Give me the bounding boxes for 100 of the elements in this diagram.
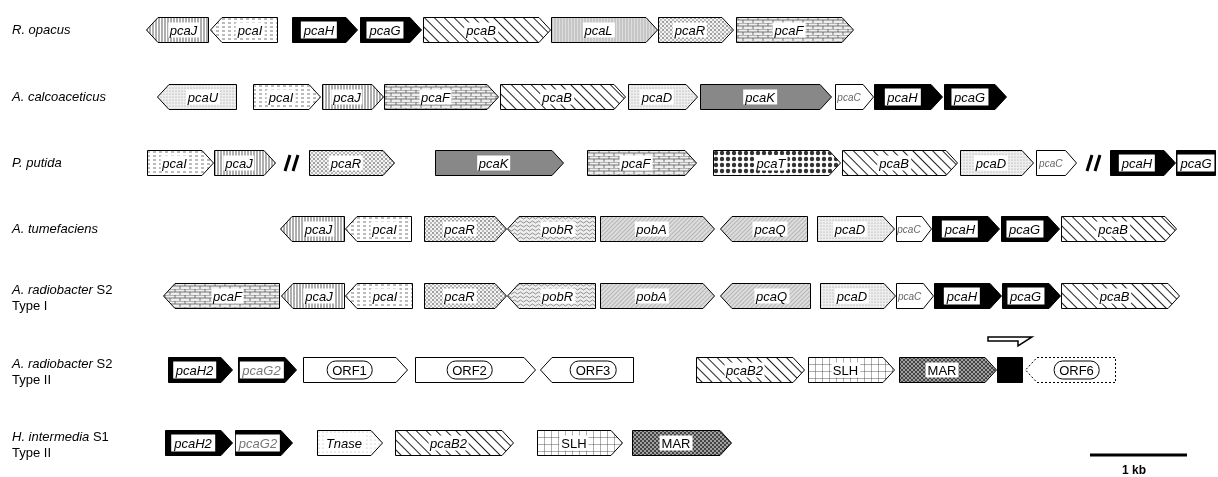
gene-segment (1025, 357, 1116, 383)
gene-label: pcaF (211, 288, 244, 304)
gene-label: pcaG (366, 21, 404, 39)
gene-label: pcaG (1006, 287, 1045, 305)
gene-label: pcaC (898, 289, 922, 304)
species-name: R. opacus (12, 22, 71, 37)
gene-segment (292, 17, 358, 43)
gene-segment (713, 150, 841, 176)
gene-segment (322, 84, 384, 110)
gene-segment (424, 216, 507, 242)
gene-segment (345, 283, 413, 309)
species-name: A. tumefaciens (12, 221, 98, 236)
gene-segment (280, 216, 345, 242)
gene-label: pcaR (442, 288, 477, 304)
gene-label: pcaK (476, 155, 511, 171)
gene-segment (253, 84, 321, 110)
gene-segment (345, 216, 412, 242)
gene-label: pcaG (950, 88, 989, 106)
gene-segment (896, 283, 934, 309)
gene-segment (932, 216, 1000, 242)
gene-segment (720, 283, 811, 309)
gene-label: pcaJ (167, 22, 200, 38)
gene-label: pcaJ (331, 89, 363, 105)
gene-segment (238, 357, 297, 383)
gene-label: pcaG (1177, 154, 1215, 172)
gene-label: pobR (539, 221, 576, 237)
gene-label: pcaI (370, 288, 400, 304)
gene-segment (944, 84, 1007, 110)
gene-segment (157, 84, 237, 110)
gene-segment (309, 150, 395, 176)
gene-label: pcaH2 (171, 434, 215, 452)
gene-label: pcaB2 (428, 435, 469, 451)
gene-label: pcaH (941, 220, 979, 238)
gene-label: pcaH (943, 287, 981, 305)
gene-segment (700, 84, 832, 110)
gene-segment (600, 216, 715, 242)
gene-label: ORF1 (326, 360, 373, 380)
species-name: H. intermedia S1 (12, 429, 109, 444)
gene-label: pcaC (837, 90, 861, 105)
gene-label: pcaG (1005, 220, 1044, 238)
gene-label: pcaL (582, 22, 615, 38)
gene-label: pcaB (464, 22, 498, 38)
gene-label: pcaQ (753, 288, 790, 304)
gene-segment (165, 430, 233, 456)
gene-label: pcaD (639, 89, 675, 105)
gene-segment (817, 216, 895, 242)
gene-segment (632, 430, 732, 456)
gene-label: pcaF (419, 89, 452, 105)
gene-label: MAR (925, 362, 959, 378)
gene-label: pcaB (877, 155, 911, 171)
gene-segment (210, 17, 278, 43)
gene-label: Tnase (323, 435, 365, 451)
gene-label: pcaB (1096, 221, 1130, 237)
gene-segment (540, 357, 634, 383)
gene-segment (934, 283, 1002, 309)
gene-label: MAR (659, 435, 693, 451)
gene-label: pobR (539, 288, 576, 304)
gene-segment (1061, 216, 1177, 242)
gene-label: ORF2 (446, 360, 493, 380)
gene-label: SLH (830, 362, 861, 378)
gene-label: pcaU (185, 89, 221, 105)
gene-label: pcaI (235, 22, 265, 38)
gene-segment (696, 357, 805, 383)
gene-segment (500, 84, 626, 110)
gene-label: pcaJ (303, 288, 335, 304)
gene-label: pcaF (772, 22, 806, 38)
gene-segment (551, 17, 658, 43)
gene-segment (896, 216, 932, 242)
species-name: A. radiobacter S2 (12, 356, 113, 371)
gene-label: pcaG2 (235, 434, 281, 452)
gene-segment (874, 84, 943, 110)
gene-segment (1036, 150, 1077, 176)
gene-label: ORF6 (1053, 360, 1100, 380)
cluster-type: Type II (12, 445, 52, 460)
gene-label: pcaD (973, 155, 1009, 171)
gene-segment (147, 150, 214, 176)
gene-segment (415, 357, 536, 383)
gene-label: pcaG2 (239, 361, 284, 379)
species-name: A. calcoaceticus (12, 89, 106, 104)
gene-segment (808, 357, 895, 383)
gene-label: pcaH2 (172, 361, 217, 379)
gene-label: pcaR (328, 155, 364, 171)
gene-label: pcaR (442, 221, 477, 237)
gene-label: pcaB2 (724, 362, 765, 378)
gene-segment (303, 357, 408, 383)
gene-label: pobA (634, 288, 669, 304)
gene-segment (395, 430, 514, 456)
gene-label: pcaT (754, 155, 788, 171)
gene-segment (736, 17, 854, 43)
gene-segment (146, 17, 209, 43)
gene-segment (168, 357, 233, 383)
gene-segment (1001, 216, 1060, 242)
gene-label: pcaD (832, 221, 868, 237)
gene-segment (163, 283, 280, 309)
gene-segment (1110, 150, 1176, 176)
gene-label: pcaC (897, 222, 921, 237)
gene-label: pcaI (160, 155, 189, 171)
gene-label: pcaB (540, 89, 574, 105)
gene-segment (628, 84, 698, 110)
cluster-type: Type II (12, 372, 52, 387)
